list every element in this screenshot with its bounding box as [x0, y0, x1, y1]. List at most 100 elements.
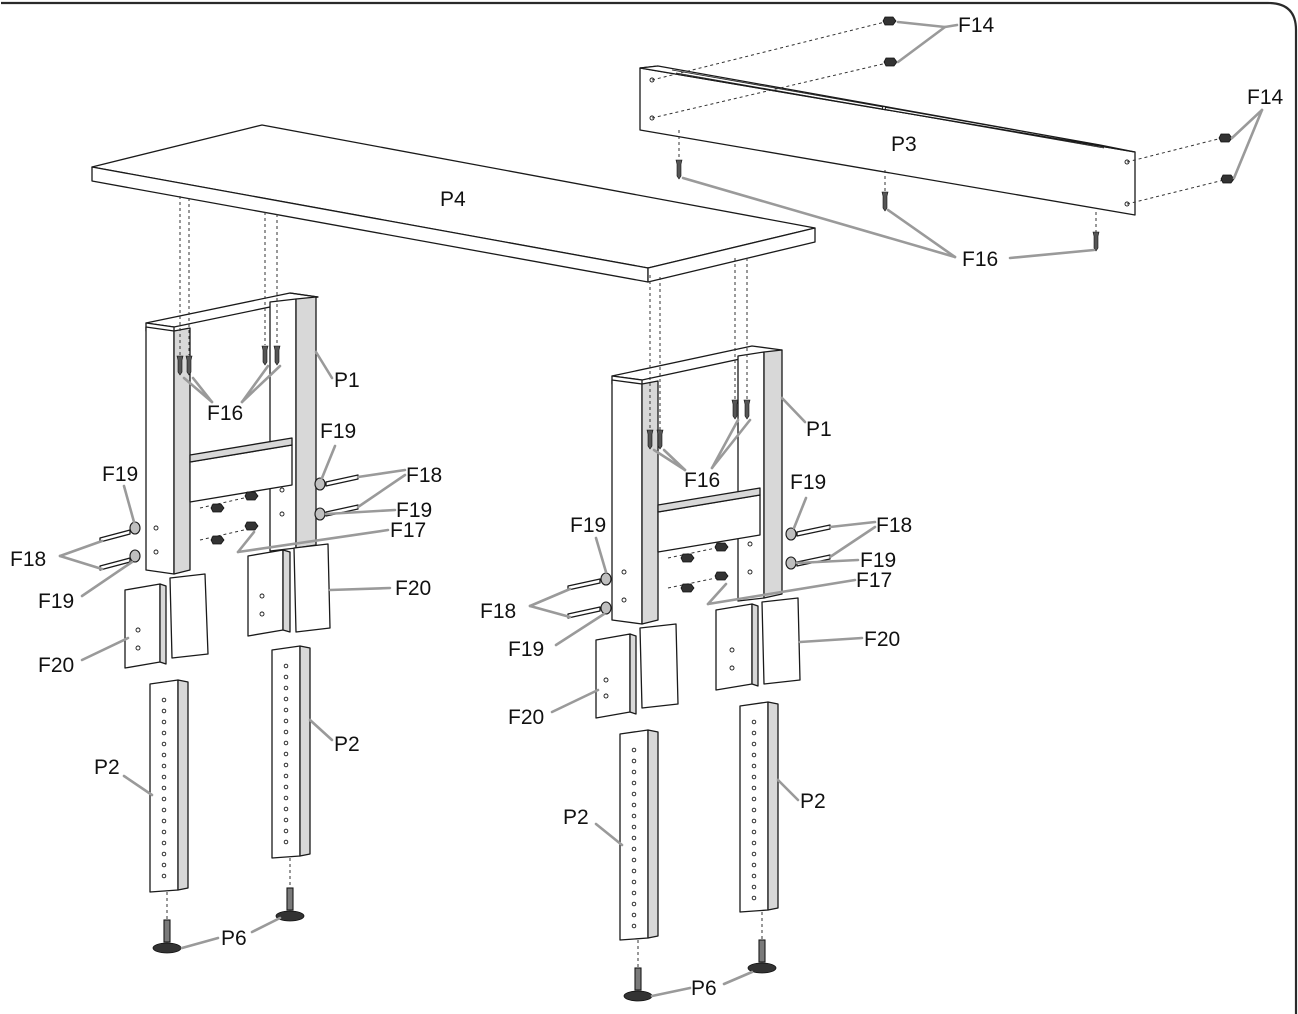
tube-hole — [161, 807, 167, 813]
label-f18-right-left: F18 — [480, 600, 516, 623]
tubes-p2-right — [619, 701, 779, 941]
label-p3: P3 — [891, 133, 917, 156]
tube-hole — [283, 773, 289, 779]
tube-hole — [751, 719, 757, 725]
label-f17-right: F17 — [856, 569, 892, 592]
label-f17-left: F17 — [390, 519, 426, 542]
label-f19-right-upper-right: F19 — [790, 471, 826, 494]
label-f18-left-left: F18 — [10, 548, 46, 571]
tube-hole — [631, 912, 637, 918]
tube-hole — [161, 829, 167, 835]
bolts-left — [99, 474, 359, 571]
tube-hole — [161, 851, 167, 857]
dash-p4-right — [646, 258, 751, 450]
label-f16-top: F16 — [962, 248, 998, 271]
label-p2-right-right: P2 — [800, 790, 826, 813]
tube-hole — [161, 708, 167, 714]
feet-p6-right — [623, 912, 777, 1002]
tube-hole — [751, 818, 757, 824]
tube-hole — [161, 752, 167, 758]
label-p4: P4 — [440, 188, 466, 211]
tube-hole — [283, 817, 289, 823]
label-f19-left-right: F19 — [396, 499, 432, 522]
tube-hole — [283, 839, 289, 845]
leader-lines — [58, 20, 1264, 998]
tube-hole — [283, 740, 289, 746]
f16-screws-p3 — [675, 130, 1100, 252]
tube-hole — [751, 730, 757, 736]
tube-hole — [161, 818, 167, 824]
tube-hole — [631, 769, 637, 775]
label-p1-left: P1 — [334, 369, 360, 392]
tube-hole — [283, 795, 289, 801]
tube-hole — [631, 879, 637, 885]
label-f20-right-right: F20 — [864, 628, 900, 651]
feet-p6-left — [152, 858, 305, 954]
label-f19-left-upper-right: F19 — [320, 420, 356, 443]
label-p1-right: P1 — [806, 418, 832, 441]
tube-hole — [631, 791, 637, 797]
tube-hole — [283, 762, 289, 768]
tube-hole — [751, 895, 757, 901]
tube-hole — [161, 774, 167, 780]
label-p6-left: P6 — [221, 927, 247, 950]
tube-hole — [631, 824, 637, 830]
dash-p4-left — [176, 196, 281, 376]
tube-holes — [161, 663, 757, 929]
tube-hole — [751, 741, 757, 747]
tube-hole — [751, 851, 757, 857]
tube-hole — [751, 752, 757, 758]
tube-hole — [631, 758, 637, 764]
tube-hole — [283, 685, 289, 691]
tube-hole — [751, 873, 757, 879]
tube-hole — [751, 774, 757, 780]
tube-hole — [751, 840, 757, 846]
tube-hole — [631, 813, 637, 819]
tube-hole — [283, 806, 289, 812]
label-f16-left: F16 — [207, 402, 243, 425]
tube-hole — [283, 674, 289, 680]
tube-hole — [161, 840, 167, 846]
leg-frame-p1-right — [611, 345, 783, 625]
tube-hole — [283, 696, 289, 702]
label-p2-left-left: P2 — [94, 756, 120, 779]
f14-hardware — [651, 16, 1235, 205]
label-p6-right: P6 — [691, 977, 717, 1000]
tube-hole — [161, 730, 167, 736]
label-f14-top: F14 — [958, 14, 995, 37]
part-labels: F14 F14 P3 P4 F16 P1 F16 F19 F19 F18 F19… — [10, 14, 1284, 1000]
panel-p3 — [639, 65, 1136, 216]
tubes-p2-left — [149, 645, 311, 893]
label-f19-left-lower-left: F19 — [38, 590, 74, 613]
tabletop-p4 — [91, 124, 816, 283]
tube-hole — [631, 835, 637, 841]
label-f18-left-right: F18 — [406, 464, 442, 487]
tube-hole — [751, 785, 757, 791]
tube-hole — [161, 873, 167, 879]
tube-hole — [161, 862, 167, 868]
label-f19-left-upper-left: F19 — [102, 463, 138, 486]
label-f20-left-left: F20 — [38, 654, 74, 677]
tube-hole — [161, 697, 167, 703]
tube-hole — [631, 868, 637, 874]
tube-hole — [283, 784, 289, 790]
label-f20-right-left: F20 — [508, 706, 544, 729]
tube-hole — [631, 846, 637, 852]
label-f16-right: F16 — [684, 469, 720, 492]
tube-hole — [283, 707, 289, 713]
tube-hole — [751, 862, 757, 868]
brackets-f20-left — [124, 543, 331, 669]
tube-hole — [751, 763, 757, 769]
tube-hole — [283, 718, 289, 724]
tube-hole — [631, 802, 637, 808]
tube-hole — [751, 796, 757, 802]
label-f19-right-upper-left: F19 — [570, 514, 606, 537]
label-f19-right-lower-left: F19 — [508, 638, 544, 661]
tube-hole — [631, 923, 637, 929]
tube-hole — [631, 857, 637, 863]
tube-hole — [631, 890, 637, 896]
tube-hole — [751, 829, 757, 835]
label-f14-right: F14 — [1247, 86, 1284, 109]
